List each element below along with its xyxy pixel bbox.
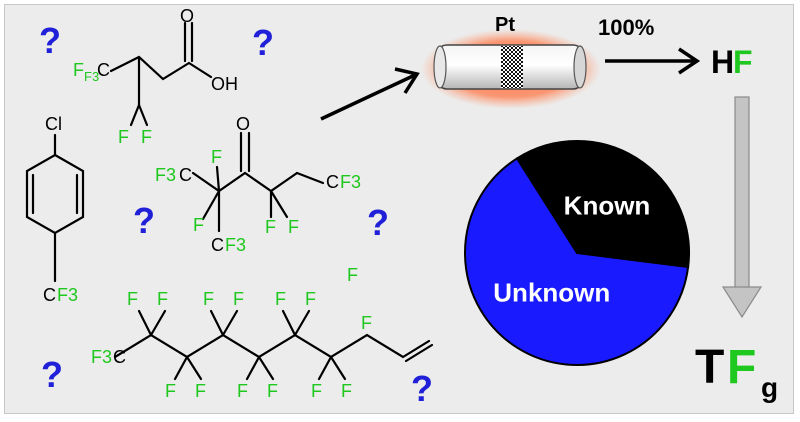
atom-f-c7-b: F [347,265,358,285]
question-mark-1: ? [39,20,61,61]
molecule-pentafluoropropionic-acid: O OH FF3 C F F [73,6,238,147]
reactor-tube-end-left [433,45,447,89]
atom-f-c6-b: F [341,381,352,401]
atom-f-c3-b: F [233,289,244,309]
tfg-f: F [727,341,756,394]
atom-f3-benzene: F3 [57,285,78,305]
pie-label-unknown: Unknown [493,278,610,308]
hf-product: H F [711,44,753,80]
atom-f-c5-a: F [275,289,286,309]
arrow-to-reactor [320,67,420,121]
f-symbol: F [73,60,84,80]
atom-c-right: C [326,172,339,192]
atom-oh: OH [211,74,238,94]
atom-f-c5-b: F [305,289,316,309]
molecule-chlorobenzotrifluoride: Cl C F3 [25,114,85,305]
atom-f-right-1: F [265,217,276,237]
atom-f-mid: F [193,215,204,235]
pt-reactor-tube: Pt [421,14,601,109]
atom-c: C [97,60,110,80]
tfg-t: T [695,341,724,394]
atom-f-c2-b: F [195,381,206,401]
atom-cl: Cl [45,114,62,134]
pt-catalyst-bed [501,46,523,88]
f-subscript-3: F3 [84,69,99,84]
molecule-perfluorohexylethylene: F3 C F F F F F F F F F F F F F F [91,265,434,401]
atom-f-1: F [118,127,129,147]
molecule-perfluoroketone: O F3 C F F F F C F3 C F3 [155,114,361,255]
conversion-label: 100% [598,15,654,40]
atom-f-c7-a: F [361,313,372,333]
atom-f3-cf3: FF3 [73,60,99,84]
atom-f3-right: F3 [340,172,361,192]
atom-c-chain: C [113,347,126,367]
atom-o-ketone: O [236,114,250,134]
question-mark-4: ? [367,202,389,243]
reactor-tube-end-right [573,45,587,89]
atom-f-c3-a: F [203,289,214,309]
atom-f3-chain: F3 [91,347,112,367]
question-mark-6: ? [411,368,433,409]
question-mark-5: ? [41,354,63,395]
atom-f-c4-a: F [237,381,248,401]
pie-slice-known [515,140,690,269]
atom-c-bottom: C [211,235,224,255]
atom-f-c6-a: F [311,381,322,401]
figure-canvas: ? ? ? ? ? ? O OH FF3 C F F Cl C F3 O F3 … [4,4,794,414]
tfg-label: T F g [695,341,778,403]
hf-f: F [733,44,753,80]
atom-f-2: F [141,127,152,147]
atom-c-cf3: C [43,285,56,305]
atom-f-c1-a: F [127,289,138,309]
diagram-svg: ? ? ? ? ? ? O OH FF3 C F F Cl C F3 O F3 … [25,6,778,409]
atom-c-left: C [179,165,192,185]
atom-f-c1-b: F [157,289,168,309]
arrow-to-hf: 100% [598,15,701,75]
question-mark-3: ? [133,200,155,241]
atom-f3-left: F3 [155,165,176,185]
atom-f3-bottom: F3 [225,235,246,255]
arrow-hf-to-tfg [721,96,763,319]
atom-f-c2-a: F [165,381,176,401]
hf-h: H [711,44,734,80]
question-mark-2: ? [252,22,274,63]
atom-f-top: F [211,147,222,167]
tfg-subscript-g: g [761,372,778,403]
catalyst-label: Pt [495,14,515,36]
pie-label-known: Known [564,191,651,221]
atom-f-c4-b: F [267,381,278,401]
atom-o-carbonyl: O [180,6,194,26]
atom-f-right-2: F [288,217,299,237]
pie-slice-unknown [464,157,690,366]
